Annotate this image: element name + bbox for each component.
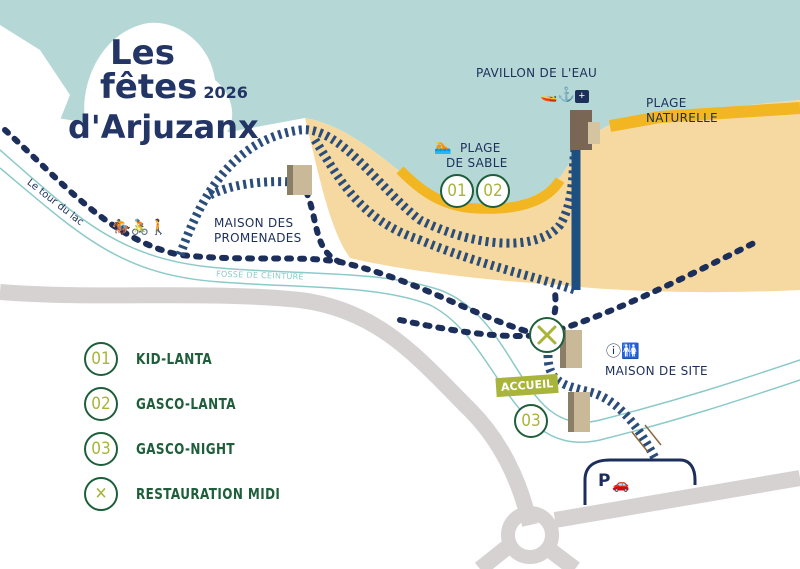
maison-site-icons: ⓘ🚻 xyxy=(606,340,640,361)
logo-year: 2026 xyxy=(203,83,248,102)
car-icon: 🚗 xyxy=(612,476,630,492)
logo-line1: Les xyxy=(110,33,175,73)
label-line: PLAGE xyxy=(460,141,501,155)
shore-yellow xyxy=(396,166,565,214)
fork-knife-icon xyxy=(537,325,557,345)
event-logo: Les fêtes 2026 d'Arjuzanx xyxy=(68,36,259,144)
parking-area[interactable] xyxy=(583,458,697,505)
badge-03[interactable]: 03 xyxy=(514,404,548,438)
legend-badge: 02 xyxy=(84,386,118,421)
legend-label: GASCO-NIGHT xyxy=(136,439,235,458)
legend-item-restauration: ✕ RESTAURATION MIDI xyxy=(84,471,316,516)
label-pavillon: PAVILLON DE L'EAU xyxy=(476,66,598,80)
building-pavillon xyxy=(570,110,600,150)
fosse-line xyxy=(0,167,800,443)
building-maison-site xyxy=(560,330,582,368)
label-line: PLAGE xyxy=(646,96,687,110)
boardwalk xyxy=(207,177,296,200)
hiker-icon: 🚶 xyxy=(149,219,169,236)
road xyxy=(545,543,580,569)
swimmer-icon: 🏊 xyxy=(434,138,452,154)
logo-land xyxy=(84,22,233,151)
logo-line2: fêtes xyxy=(100,67,198,107)
label-line: MAISON DES xyxy=(214,216,294,230)
legend-item-kid-lanta: 01 KID-LANTA xyxy=(84,336,316,381)
bridge xyxy=(644,424,662,446)
trail-tour-du-lac xyxy=(2,127,763,339)
legend-item-gasco-lanta: 02 GASCO-LANTA xyxy=(84,381,316,426)
legend-label: GASCO-LANTA xyxy=(136,394,236,413)
shore-yellow-2 xyxy=(608,102,800,132)
trail-activity-icons: 🏇🚴🚶 xyxy=(112,218,168,236)
label-maison-site: MAISON DE SITE xyxy=(605,364,708,378)
first-aid-icon: + xyxy=(574,90,589,103)
building-maison-promenades xyxy=(287,165,312,195)
boardwalk xyxy=(311,137,577,295)
fork-knife-icon: ✕ xyxy=(84,476,118,511)
legend-label: RESTAURATION MIDI xyxy=(136,484,281,503)
anchor-icon: ⚓ xyxy=(557,86,575,102)
info-icon: ⓘ xyxy=(606,343,622,360)
badge-01[interactable]: 01 xyxy=(440,174,474,208)
toilets-icon: 🚻 xyxy=(621,343,640,360)
building-accueil xyxy=(568,392,590,432)
legend-badge: 01 xyxy=(84,341,118,376)
legend-label: KID-LANTA xyxy=(136,349,213,368)
parking-label: P xyxy=(598,471,611,491)
road xyxy=(553,470,800,528)
label-line: NATURELLE xyxy=(646,111,718,125)
cyclist-icon: 🚴 xyxy=(130,219,150,236)
jet-ski-icon: 🚤 xyxy=(540,86,558,102)
legend-item-gasco-night: 03 GASCO-NIGHT xyxy=(84,426,316,471)
pavillon-icons: 🚤⚓+ xyxy=(540,86,589,103)
horse-rider-icon: 🏇 xyxy=(112,219,131,236)
bridge xyxy=(631,431,649,453)
label-line: DE SABLE xyxy=(446,156,508,170)
badge-02[interactable]: 02 xyxy=(476,174,510,208)
roundabout xyxy=(501,506,559,564)
fosse-line xyxy=(0,149,800,423)
logo-line3: d'Arjuzanx xyxy=(68,108,259,146)
road xyxy=(0,284,538,527)
label-line: PROMENADES xyxy=(214,231,302,245)
north-shore-land xyxy=(0,25,70,120)
legend-badge: 03 xyxy=(84,431,118,466)
